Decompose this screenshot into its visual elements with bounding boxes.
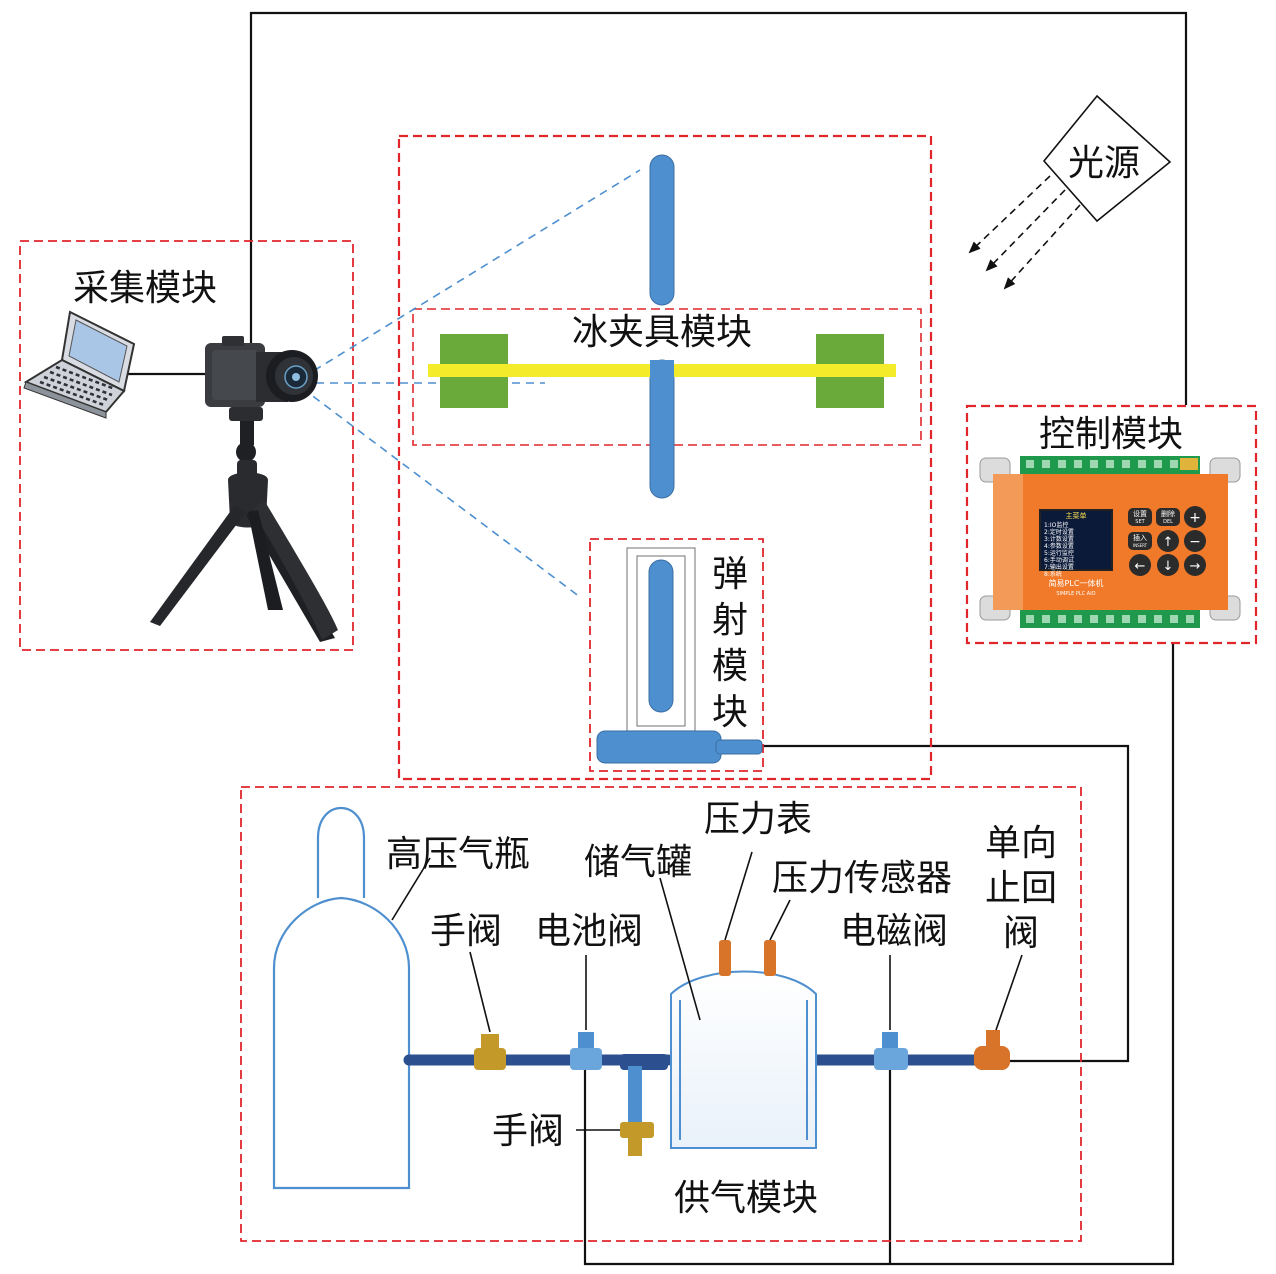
plc-screen-item-1: 1:IO监控 xyxy=(1044,521,1068,529)
pressure-sensor-label: 压力传感器 xyxy=(772,858,952,899)
camera-icon xyxy=(205,336,318,407)
branch-pipe xyxy=(620,1054,668,1124)
high-pressure-cylinder xyxy=(272,806,411,1190)
solenoid-valve xyxy=(874,1032,908,1070)
acquisition-module: 采集模块 xyxy=(23,268,338,642)
svg-text:删除: 删除 xyxy=(1161,509,1175,518)
svg-text:↑: ↑ xyxy=(1163,535,1174,550)
check-valve-label-3: 阀 xyxy=(1003,913,1039,954)
launch-tube-inner xyxy=(636,555,686,727)
control-module-label: 控制模块 xyxy=(1039,414,1183,455)
svg-text:DEL: DEL xyxy=(1163,519,1173,525)
plc-key-left: ← xyxy=(1129,554,1151,576)
light-source-diamond xyxy=(1042,94,1172,223)
plc-screen-item-4: 4:参数设置 xyxy=(1044,542,1074,550)
svg-text:插入: 插入 xyxy=(1133,533,1147,542)
plc-product-name-en: SIMPLE PLC AIO xyxy=(1056,591,1095,597)
plc-screen-item-6: 6:手动调试 xyxy=(1044,556,1074,564)
plc-key-plus: + xyxy=(1184,506,1206,528)
plc-screen-item-5: 5:运行监控 xyxy=(1044,549,1074,557)
gas-supply-module-border xyxy=(240,786,1082,1242)
laptop-icon xyxy=(23,310,136,419)
storage-tank-label: 储气罐 xyxy=(584,842,692,883)
check-valve-label-1: 单向 xyxy=(985,823,1057,864)
plc-screen-title: 主菜单 xyxy=(1066,511,1087,520)
gas-supply-module-label: 供气模块 xyxy=(674,1178,818,1219)
check-valve xyxy=(974,1030,1010,1070)
manual-valve-top xyxy=(474,1034,506,1070)
launch-label-2: 射 xyxy=(712,600,748,641)
cylinder-label: 高压气瓶 xyxy=(386,834,530,875)
svg-text:+: + xyxy=(1189,510,1201,526)
plc-key-up: ↑ xyxy=(1157,530,1179,552)
acquisition-module-label: 采集模块 xyxy=(73,268,217,309)
launch-inlet xyxy=(715,739,763,755)
svg-text:SET: SET xyxy=(1135,519,1145,525)
svg-text:设置: 设置 xyxy=(1133,509,1147,518)
leader-lines xyxy=(391,851,1023,1131)
launch-label-4: 块 xyxy=(712,692,748,733)
projectile xyxy=(648,559,674,713)
manual-valve-bottom xyxy=(620,1122,654,1156)
plc-key-down: ↓ xyxy=(1157,554,1179,576)
plc-screen xyxy=(1039,509,1113,571)
launch-module-border xyxy=(589,538,764,772)
manual-valve-bottom-label: 手阀 xyxy=(492,1111,564,1152)
module-borders xyxy=(19,134,1258,1242)
pressure-gauge-port xyxy=(719,940,731,976)
solenoid-valve-label: 电磁阀 xyxy=(840,911,948,952)
plc-screen-item-3: 3:计数设置 xyxy=(1044,535,1074,543)
launch-base xyxy=(596,730,722,764)
plc-product-name: 简易PLC一体机 xyxy=(1049,578,1104,588)
plc-key-minus: − xyxy=(1184,530,1206,552)
svg-text:↓: ↓ xyxy=(1163,559,1174,574)
gas-storage-tank xyxy=(670,970,817,1149)
svg-text:INSERT: INSERT xyxy=(1133,543,1148,548)
plc-screen-item-7: 7:输出设置 xyxy=(1044,563,1074,571)
control-module: 控制模块 主菜单 1:IO监控 2:定时设置 3:计数设置 4:参数 xyxy=(979,414,1241,628)
signal-wires xyxy=(124,11,1188,1266)
vertical-specimen-top xyxy=(649,154,675,306)
gas-supply-module: 高压气瓶 手阀 电池阀 储气罐 压力表 压力传感器 电磁阀 单向 止回 阀 手阀… xyxy=(272,799,1057,1219)
control-module-border xyxy=(965,404,1258,645)
ice-fixture-label: 冰夹具模块 xyxy=(572,312,752,353)
acquisition-module-border xyxy=(19,240,354,651)
plc-screen-item-2: 2:定时设置 xyxy=(1044,528,1074,536)
svg-text:−: − xyxy=(1189,534,1201,550)
plc-screen-item-8: 8:系统 xyxy=(1044,570,1062,578)
vertical-specimen-bottom xyxy=(649,359,675,499)
plc-device: 主菜单 1:IO监控 2:定时设置 3:计数设置 4:参数设置 5:运行监控 6… xyxy=(979,456,1241,628)
specimen-center xyxy=(650,360,674,380)
light-source-label: 光源 xyxy=(1068,143,1140,184)
ice-fixture: 冰夹具模块 xyxy=(428,154,896,499)
pressure-gauge-label: 压力表 xyxy=(704,799,812,840)
plc-key-right: → xyxy=(1184,554,1206,576)
launch-module: 弹 射 模 块 xyxy=(596,547,763,764)
battery-valve-label: 电池阀 xyxy=(535,911,643,952)
pressure-sensor-port xyxy=(764,940,776,976)
launch-label-1: 弹 xyxy=(712,554,748,595)
manual-valve-top-label: 手阀 xyxy=(430,911,502,952)
light-source: 光源 xyxy=(968,94,1172,290)
ice-region-border xyxy=(397,134,933,781)
tripod-icon xyxy=(150,407,338,642)
launch-label-3: 模 xyxy=(712,646,748,687)
svg-text:←: ← xyxy=(1135,559,1146,574)
battery-valve xyxy=(570,1032,602,1070)
svg-text:→: → xyxy=(1190,559,1201,574)
check-valve-label-2: 止回 xyxy=(985,868,1057,909)
